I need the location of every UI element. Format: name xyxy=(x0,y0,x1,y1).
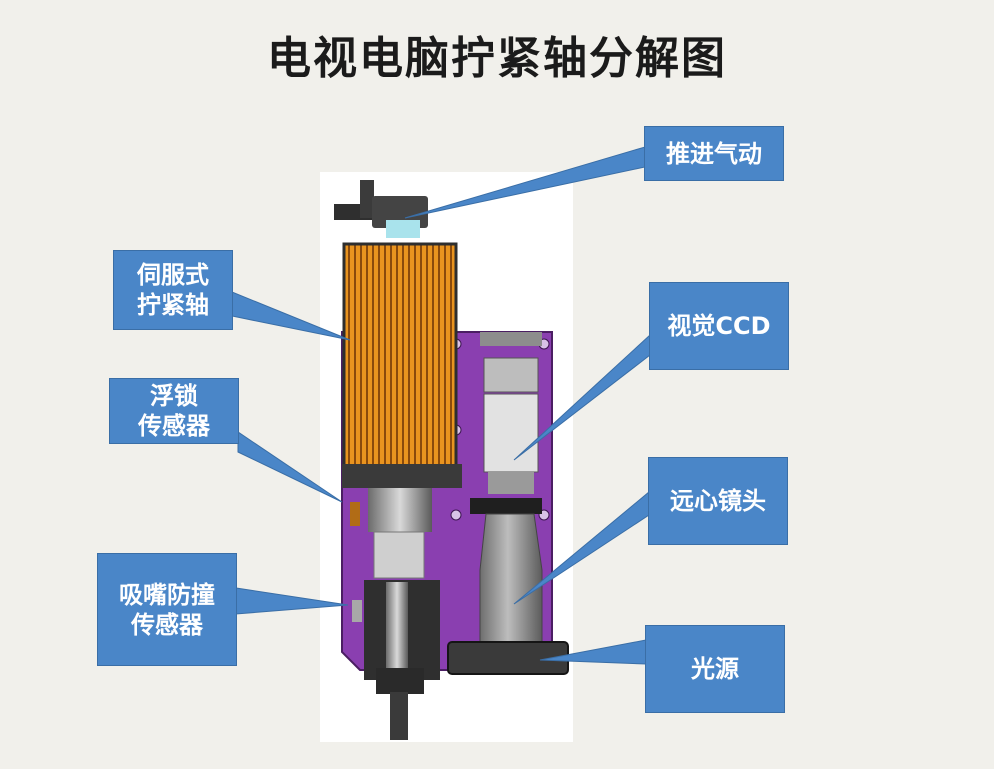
callout-pneumatic: 推进气动 xyxy=(644,126,784,181)
callout-pneumatic-text: 推进气动 xyxy=(666,139,762,168)
callout-lens-text: 远心镜头 xyxy=(670,487,766,515)
callout-light: 光源 xyxy=(645,625,785,713)
servo-motor xyxy=(342,242,458,468)
callout-servo-text: 伺服式 拧紧轴 xyxy=(137,261,209,319)
leader-light xyxy=(539,639,647,665)
screw-spindle-illustration xyxy=(334,180,569,740)
callout-ccd-text: 视觉CCD xyxy=(667,312,771,340)
leader-pneumatic xyxy=(404,146,646,219)
leader-ccd xyxy=(513,333,651,461)
callout-float-sensor-text: 浮锁 传感器 xyxy=(138,382,210,440)
page-title: 电视电脑拧紧轴分解图 xyxy=(267,33,727,84)
callout-ccd: 视觉CCD xyxy=(649,282,789,370)
leader-nozzle-sensor xyxy=(235,587,349,615)
callout-float-sensor: 浮锁 传感器 xyxy=(109,378,239,444)
leader-lens xyxy=(513,490,650,605)
callout-nozzle-sensor-text: 吸嘴防撞 传感器 xyxy=(119,580,215,639)
ccd-camera xyxy=(483,393,539,473)
ccd-bracket xyxy=(483,357,539,393)
callout-nozzle-sensor: 吸嘴防撞 传感器 xyxy=(97,553,237,666)
leader-float-sensor xyxy=(237,431,343,503)
leader-servo xyxy=(231,291,351,341)
callout-light-text: 光源 xyxy=(691,655,739,683)
callout-lens: 远心镜头 xyxy=(648,457,788,545)
callout-servo: 伺服式 拧紧轴 xyxy=(113,250,233,330)
